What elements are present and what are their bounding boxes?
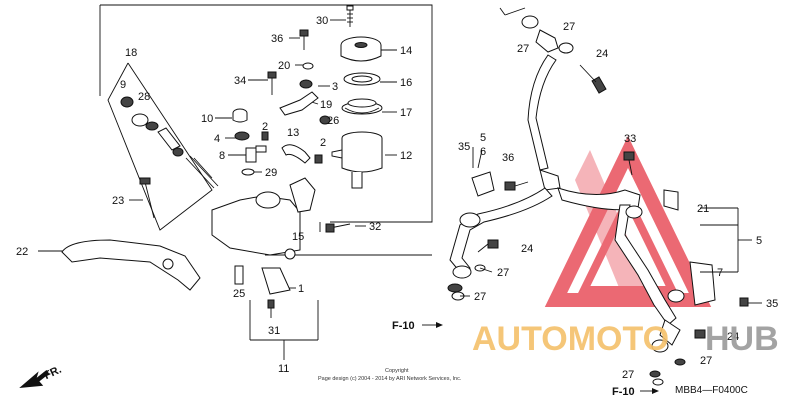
copyright-line-1: Copyright (385, 368, 409, 374)
diagram-code: MBB4—F0400C (675, 385, 748, 396)
callout-36: 36 (271, 33, 283, 45)
callouts-right: 27 27 24 5 6 35 36 33 21 5 24 27 7 27 35… (458, 21, 778, 381)
bolt-icon (299, 29, 309, 50)
callout-26: 26 (327, 115, 339, 127)
callout-10: 10 (201, 113, 213, 125)
callout-5b: 5 (756, 235, 762, 247)
watermark-triangle-icon (544, 135, 712, 307)
callout-36b: 36 (502, 152, 514, 164)
callout-34: 34 (234, 75, 246, 87)
front-label: FR. (42, 364, 63, 382)
callout-33: 33 (624, 133, 636, 145)
callout-23: 23 (112, 195, 124, 207)
callout-15: 15 (292, 231, 304, 243)
callout-29: 29 (265, 167, 277, 179)
ref-f10-upper: F-10 (392, 320, 415, 332)
callout-30: 30 (316, 15, 328, 27)
reservoir-cap-icon (340, 36, 382, 62)
watermark-text: AUTOMOTO HUB (472, 320, 779, 358)
callout-4: 4 (214, 133, 220, 145)
callout-6: 6 (480, 146, 486, 158)
watermark-text-b: HUB (705, 320, 779, 358)
callout-28: 28 (138, 91, 150, 103)
callout-17: 17 (400, 107, 412, 119)
callout-2a: 2 (262, 121, 268, 133)
callout-27d: 27 (474, 291, 486, 303)
master-cylinder-icon (211, 177, 316, 318)
callout-1: 1 (298, 283, 304, 295)
callout-24c: 24 (727, 331, 739, 343)
front-arrow-icon (19, 369, 50, 388)
callout-27b: 27 (563, 21, 575, 33)
callout-3: 3 (332, 81, 338, 93)
callout-14: 14 (400, 45, 412, 57)
callout-27f: 27 (622, 369, 634, 381)
watermark-logo (544, 135, 712, 307)
callout-19: 19 (320, 99, 332, 111)
callout-12: 12 (400, 150, 412, 162)
callout-2b: 2 (320, 137, 326, 149)
reservoir-icon (331, 131, 383, 189)
leader-lines-right (460, 147, 762, 304)
callout-21: 21 (697, 203, 709, 215)
brake-lever-icon (61, 239, 201, 291)
screw-icon (346, 5, 354, 27)
master-cylinder-parts (61, 5, 383, 318)
page-references: F-10 F-10 FR. (19, 320, 659, 398)
callout-24b: 24 (521, 243, 533, 255)
callout-5a: 5 (480, 132, 486, 144)
callouts-left: 30 36 14 20 3 34 16 19 17 18 9 28 10 4 2… (16, 15, 412, 375)
callout-27c: 27 (497, 267, 509, 279)
callout-27e: 27 (700, 355, 712, 367)
watermark-text-a: AUTOMOTO (472, 320, 669, 358)
callout-13: 13 (287, 127, 299, 139)
brake-hoses (447, 7, 749, 386)
callout-16: 16 (400, 77, 412, 89)
callout-27a: 27 (517, 43, 529, 55)
callout-32: 32 (369, 221, 381, 233)
callout-35a: 35 (458, 141, 470, 153)
callout-25: 25 (233, 288, 245, 300)
callout-7: 7 (717, 267, 723, 279)
callout-9: 9 (120, 79, 126, 91)
ref-f10-lower: F-10 (612, 386, 635, 398)
callout-35b: 35 (766, 298, 778, 310)
callout-24a: 24 (596, 48, 608, 60)
copyright-line-2: Page design (c) 2004 - 2014 by ARI Netwo… (318, 376, 462, 382)
callout-11: 11 (278, 363, 289, 375)
callout-20: 20 (278, 60, 290, 72)
callout-22: 22 (16, 246, 28, 258)
callout-18: 18 (125, 47, 137, 59)
callout-8: 8 (219, 150, 225, 162)
callout-31: 31 (268, 325, 280, 337)
